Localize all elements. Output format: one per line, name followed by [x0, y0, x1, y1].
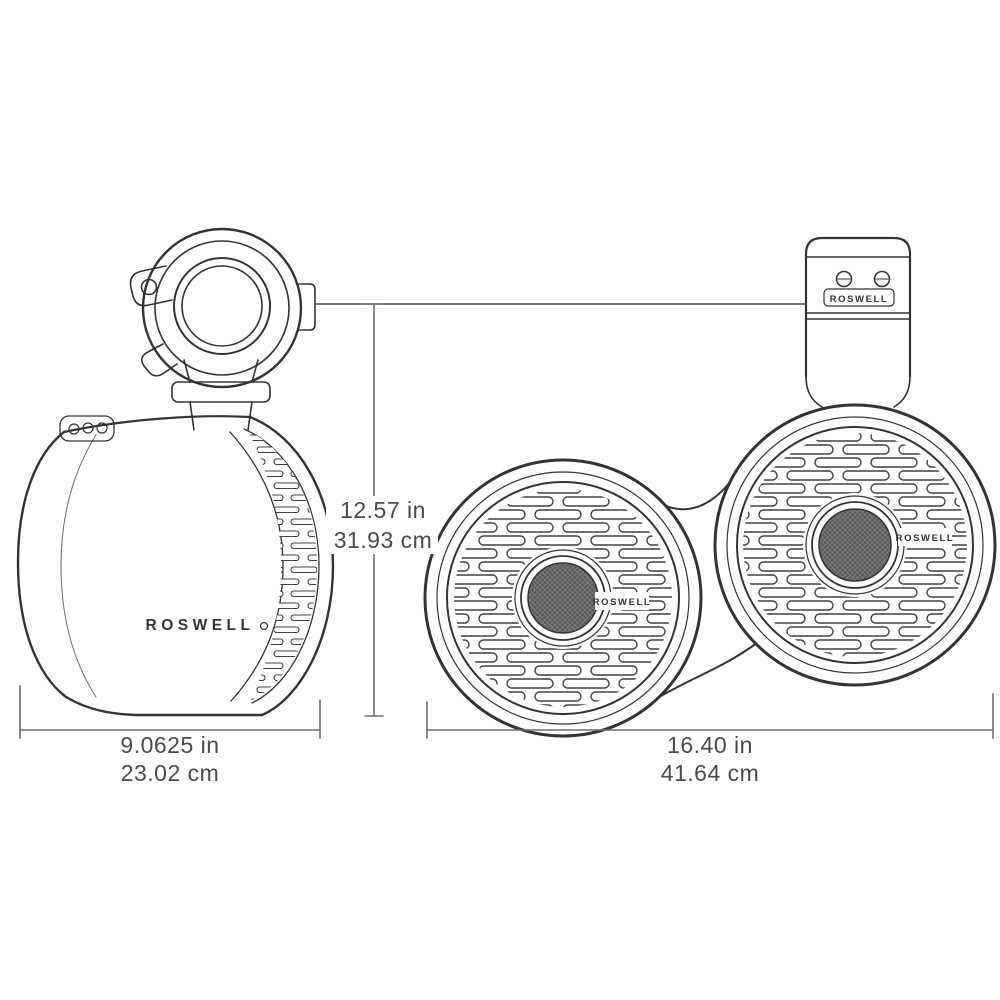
enclosure-bottom-saddle [660, 642, 758, 697]
dimension-depth [19, 685, 321, 739]
side-clamp [129, 227, 316, 389]
dimension-width [426, 693, 994, 739]
left-speaker [423, 458, 703, 738]
front-view [423, 236, 997, 738]
height-cm-label: 31.93 cm [334, 527, 433, 553]
clamp-brand-plate [823, 288, 895, 307]
right-speaker [713, 403, 997, 687]
depth-cm-label: 23.02 cm [121, 760, 220, 786]
depth-in-label: 9.0625 in [120, 732, 219, 758]
height-in-label: 12.57 in [340, 497, 426, 523]
left-speaker-dome [527, 562, 599, 634]
tower-clamp [804, 236, 912, 408]
side-clamp-hinge [297, 283, 316, 331]
width-cm-label: 41.64 cm [661, 760, 760, 786]
right-speaker-brand-label: ROSWELL [896, 533, 955, 544]
height-label-mask [326, 496, 438, 554]
side-view [16, 227, 335, 717]
clamp-bolt-right [873, 270, 891, 288]
side-screw [259, 621, 269, 631]
side-body [16, 415, 335, 717]
left-speaker-brand-label: ROSWELL [593, 597, 652, 608]
dimension-lines [19, 303, 994, 739]
side-control-pod [59, 415, 115, 442]
right-speaker-dome [818, 508, 892, 582]
side-grille [248, 431, 317, 701]
clamp-brand-label: ROSWELL [830, 294, 889, 305]
width-in-label: 16.40 in [667, 732, 753, 758]
clamp-bolt-left [835, 270, 853, 288]
side-clamp-bolt [140, 278, 158, 296]
side-brand-label: ROSWELL [146, 617, 255, 634]
